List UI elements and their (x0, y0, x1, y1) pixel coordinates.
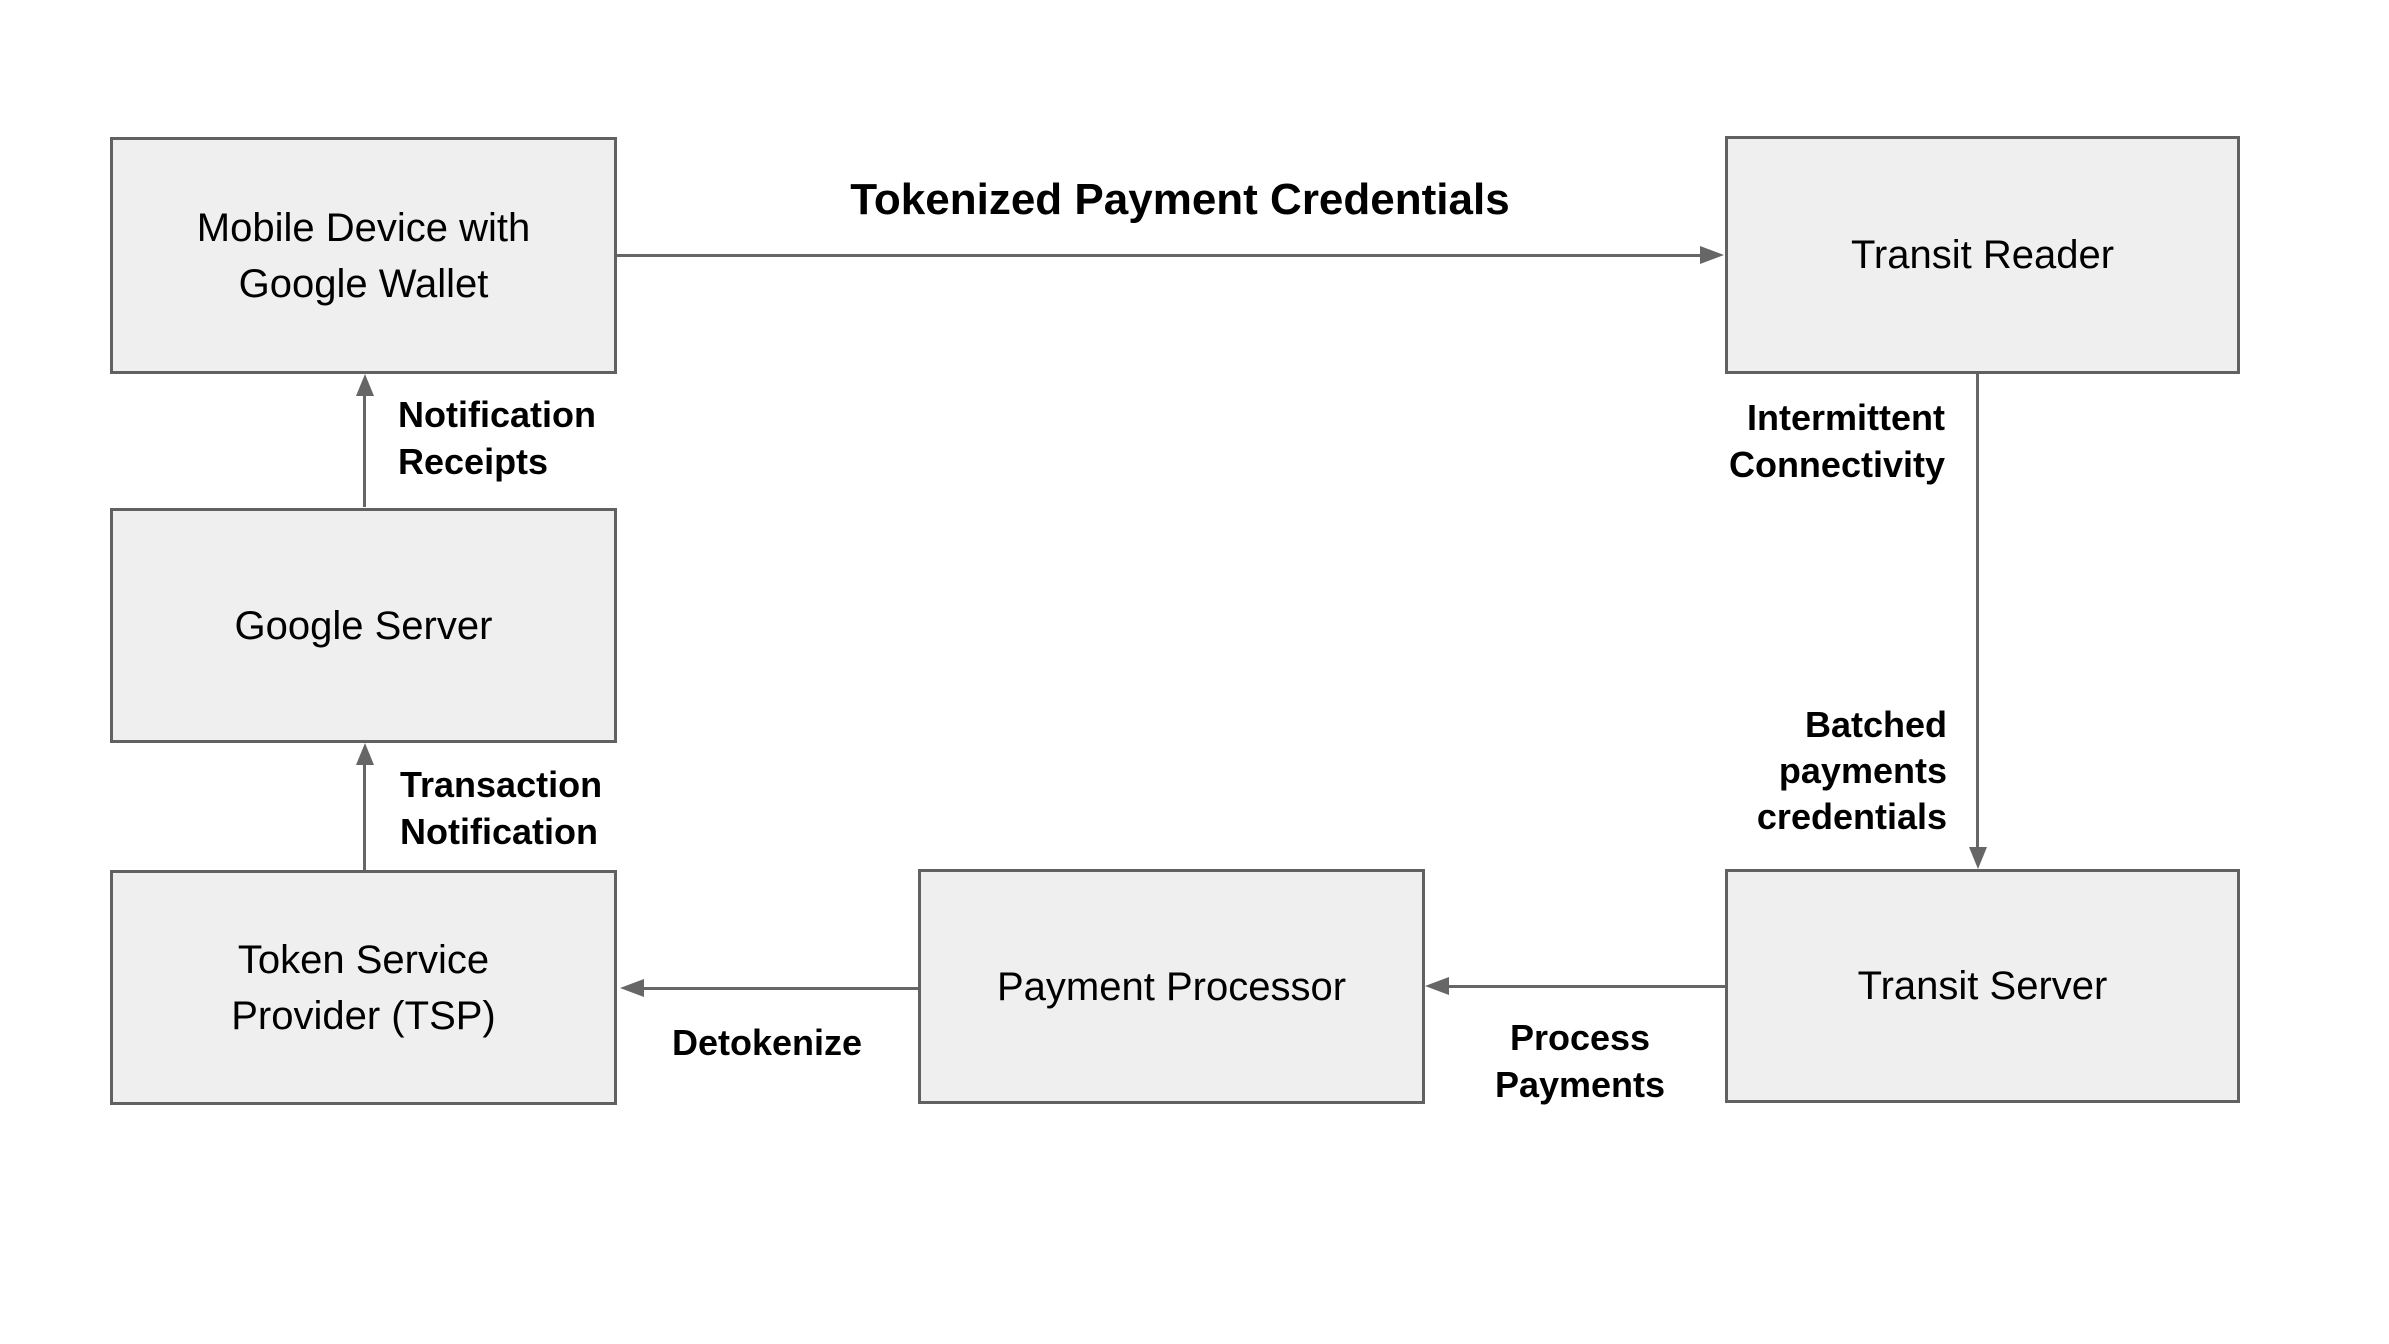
node-label: Transit Reader (1850, 233, 2115, 277)
edge-label-transaction-notification: Transaction Notification (400, 764, 603, 852)
arrowhead-left-icon (620, 979, 644, 997)
edge-label-process-payments: Process Payments (1494, 1017, 1666, 1105)
edge-label-tokenized-payment-credentials: Tokenized Payment Credentials (850, 175, 1510, 224)
edge-tokenized-payment-credentials-line (617, 254, 1700, 257)
edge-label-detokenize: Detokenize (671, 1022, 863, 1063)
node-label: Google Wallet (238, 261, 489, 306)
node-google-server: Google Server (110, 508, 617, 743)
node-label: Provider (TSP) (231, 993, 496, 1038)
node-label: Payment Processor (996, 964, 1347, 1009)
node-token-service-provider: Token Service Provider (TSP) (110, 870, 617, 1105)
node-payment-processor: Payment Processor (918, 869, 1425, 1104)
arrowhead-up-icon (356, 743, 374, 765)
edge-detokenize-line (642, 987, 918, 990)
arrowhead-up-icon (356, 374, 374, 396)
node-transit-reader: Transit Reader (1725, 136, 2240, 374)
edge-label-notification-receipts: Notification Receipts (398, 394, 596, 482)
edge-notification-receipts-line (363, 392, 366, 507)
arrowhead-left-icon (1425, 977, 1449, 995)
node-label: Transit Server (1857, 964, 2108, 1008)
edge-label-batched-payments-credentials: Batched payments credentials (1756, 704, 1947, 837)
edge-transaction-notification-line (363, 761, 366, 870)
node-transit-server: Transit Server (1725, 869, 2240, 1103)
edge-label-intermittent-connectivity: Intermittent Connectivity (1728, 397, 1945, 485)
edge-process-payments-line (1447, 985, 1725, 988)
node-label: Google Server (234, 603, 493, 648)
node-label: Mobile Device with (196, 205, 531, 250)
arrowhead-down-icon (1969, 847, 1987, 869)
edge-intermittent-connectivity-line (1976, 374, 1979, 849)
arrowhead-right-icon (1700, 246, 1724, 264)
node-label: Token Service (237, 937, 490, 982)
node-mobile-device: Mobile Device with Google Wallet (110, 137, 617, 374)
